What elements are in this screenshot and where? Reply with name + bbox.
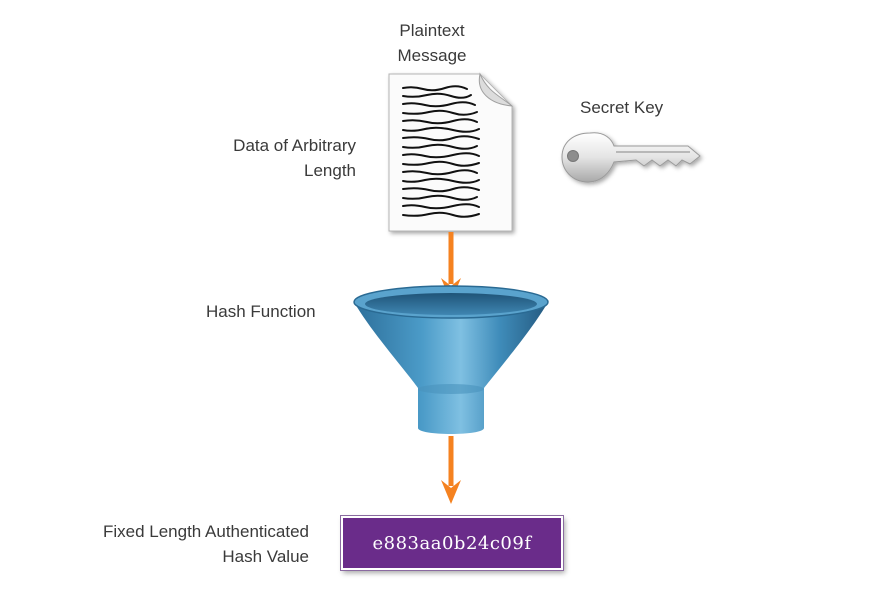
hash-value-box: e883aa0b24c09f — [341, 516, 563, 570]
hash-value-text: e883aa0b24c09f — [372, 532, 532, 554]
plaintext-label-line1: Plaintext — [399, 21, 465, 40]
output-label-line1: Fixed Length Authenticated — [102, 522, 309, 541]
hash-function-label: Hash Function — [206, 302, 316, 321]
key-icon — [561, 132, 701, 183]
output-label-line2: Hash Value — [222, 547, 309, 566]
output-label: Fixed Length Authenticated Hash Value — [40, 519, 309, 569]
arrow-to-hash — [441, 436, 461, 504]
funnel-icon — [353, 285, 549, 434]
data-label-line1: Data of Arbitrary — [233, 136, 356, 155]
plaintext-message-label: Plaintext Message — [372, 18, 492, 68]
secret-key-label: Secret Key — [580, 98, 664, 117]
data-arbitrary-length-label: Data of Arbitrary Length — [176, 133, 356, 183]
document-text-lines — [402, 85, 480, 218]
data-label-line2: Length — [304, 161, 356, 180]
plaintext-label-line2: Message — [397, 46, 467, 65]
